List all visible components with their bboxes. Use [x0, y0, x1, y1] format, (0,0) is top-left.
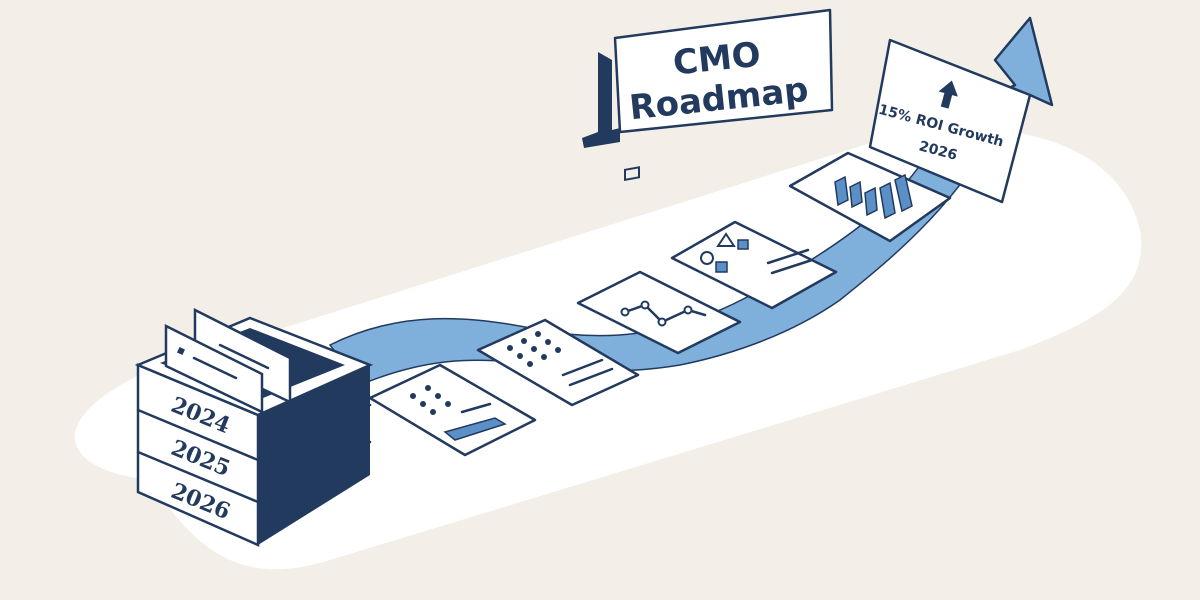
year-labels: 2024 2025 2026	[167, 392, 234, 525]
folder-card-front	[164, 323, 264, 414]
dots-card-icon	[476, 318, 640, 407]
title-line1: CMO	[671, 35, 762, 84]
box-icon: 2024 2025 2026	[134, 307, 374, 547]
shapes-card-icon	[670, 220, 838, 310]
small-up-arrow-icon	[938, 80, 958, 109]
bar-chart-card-icon	[788, 151, 952, 243]
goal-sign: 15% ROI Growth 2026	[868, 38, 1032, 204]
chart-card-icon	[576, 166, 742, 355]
data-card-icon	[368, 363, 537, 457]
title-sign: CMO Roadmap	[582, 8, 834, 148]
